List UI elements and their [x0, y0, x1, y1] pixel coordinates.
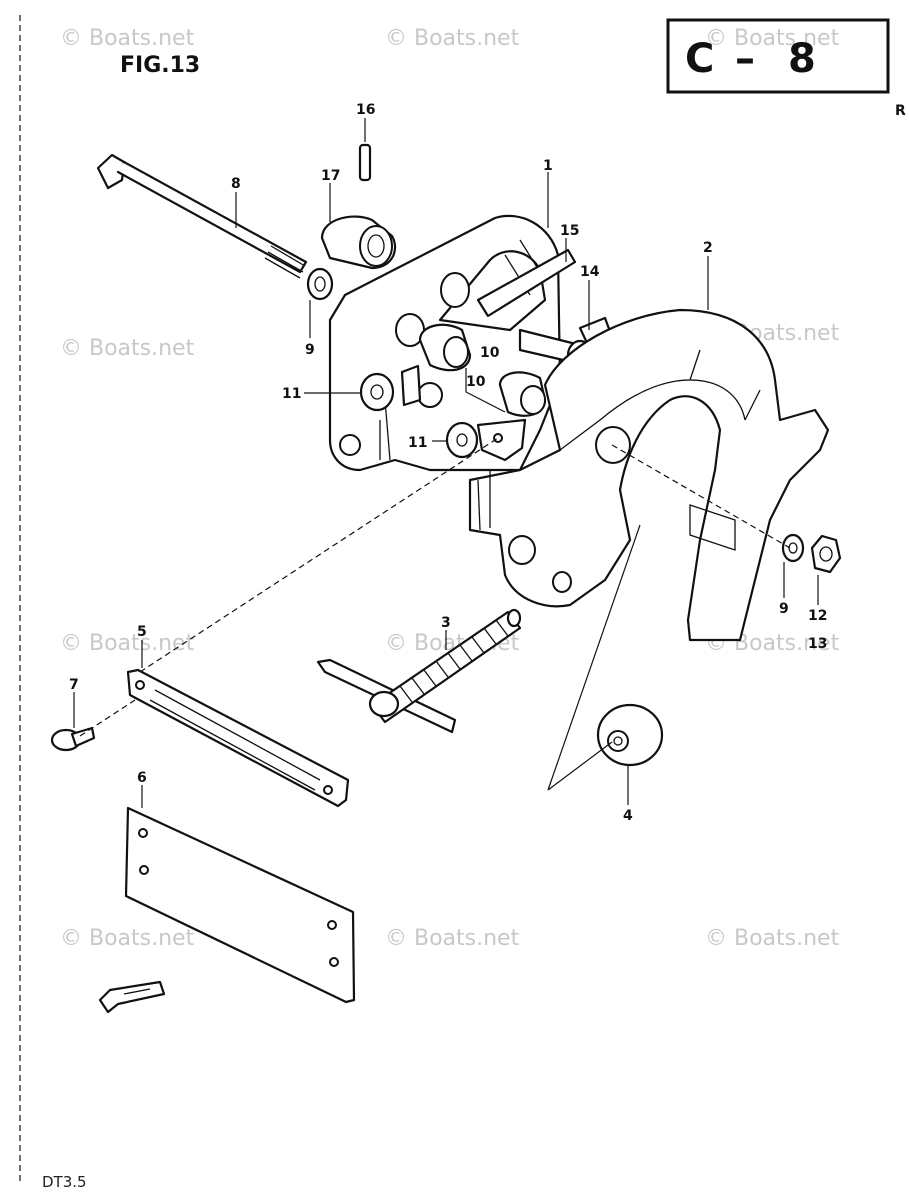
- callout-15: 15: [560, 223, 579, 239]
- model-code: DT3.5: [42, 1173, 87, 1191]
- edge-text-fragment: R: [895, 103, 906, 119]
- callout-11-upper: 11: [282, 386, 301, 402]
- watermark: © Boats.net: [60, 336, 195, 361]
- watermark: © Boats.net: [705, 926, 840, 951]
- part-7-screw: [50, 726, 96, 752]
- callout-16: 16: [356, 102, 375, 118]
- part-9-washer-right: [781, 533, 805, 563]
- callout-3: 3: [441, 615, 451, 631]
- callout-10-upper: 10: [480, 345, 500, 361]
- callout-6: 6: [137, 770, 147, 786]
- front-arrow-icon: [98, 980, 166, 1014]
- part-12-nut: [810, 534, 842, 574]
- callout-4: 4: [623, 808, 633, 824]
- part-11-washer-upper: [359, 372, 395, 412]
- part-5-slotted-plate: [126, 668, 350, 808]
- page-code-dash: –: [735, 36, 755, 82]
- page-code-box: C – 8: [666, 18, 890, 94]
- watermark: © Boats.net: [705, 26, 840, 51]
- part-2-swivel-bracket: [468, 308, 830, 642]
- figure-title: FIG.13: [120, 53, 200, 78]
- callout-leaders: [73, 118, 819, 808]
- part-6-pad: [124, 806, 356, 1004]
- callout-5: 5: [137, 624, 147, 640]
- callout-9-right: 9: [779, 601, 789, 617]
- callout-13: 13: [808, 636, 827, 652]
- part-8-bolt: [96, 153, 308, 279]
- callout-9-left: 9: [305, 342, 315, 358]
- callout-12: 12: [808, 608, 827, 624]
- page-code-letter: C: [685, 36, 714, 82]
- callout-1: 1: [543, 158, 553, 174]
- watermark: © Boats.net: [385, 26, 520, 51]
- bracket-tab: [476, 418, 527, 462]
- callout-11-lower: 11: [408, 435, 427, 451]
- callout-8: 8: [231, 176, 241, 192]
- callout-10-lower: 10: [466, 374, 486, 390]
- watermark: © Boats.net: [60, 26, 195, 51]
- part-15-rod: [476, 248, 577, 318]
- callout-2: 2: [703, 240, 713, 256]
- watermark: © Boats.net: [385, 926, 520, 951]
- watermark: © Boats.net: [60, 631, 195, 656]
- watermark: © Boats.net: [60, 926, 195, 951]
- page-code-number: 8: [788, 36, 816, 82]
- part-17-bushing: [320, 215, 397, 270]
- callout-17: 17: [321, 168, 340, 184]
- assembly-lines: [79, 368, 791, 791]
- part-10-bushing-lower: [498, 371, 547, 417]
- part-11-washer-lower: [445, 421, 479, 459]
- callout-labels: 1 2 3 4 5 6 7 8 9 9 10 10 11 11 12 13 14…: [69, 102, 827, 824]
- part-3-clamp-screw: [316, 608, 522, 734]
- callout-14: 14: [580, 264, 600, 280]
- part-16-pin: [358, 143, 372, 182]
- part-10-bushing-upper: [418, 323, 472, 372]
- callout-7: 7: [69, 677, 79, 693]
- part-9-washer-left: [306, 267, 334, 301]
- part-4-clamp-pad: [596, 703, 664, 767]
